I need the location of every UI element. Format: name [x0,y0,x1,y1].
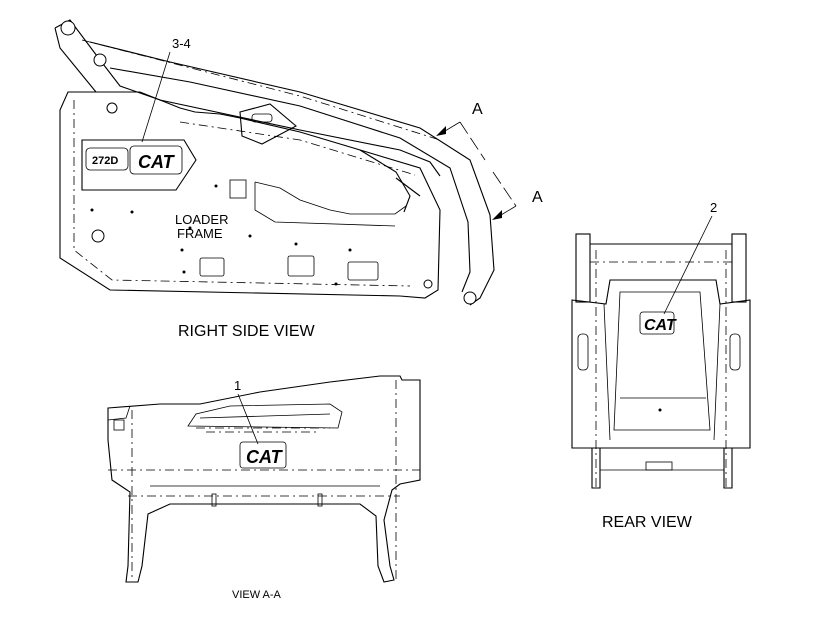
view-a-a-title: VIEW A-A [232,589,282,601]
leader-line-3-4 [141,51,171,143]
loader-frame-label-line1: LOADER [175,212,228,227]
section-cut-a-a: A A [436,101,543,220]
brand-decal-side: CAT [138,152,176,172]
right-side-view: 272D CAT LOADER FRAME 3-4 A A RIGHT SIDE [54,19,543,340]
model-decal: 272D [92,155,118,167]
leader-line-1 [237,393,259,445]
rear-view: CAT 2 REAR VIEW [571,200,751,531]
right-side-view-title: RIGHT SIDE VIEW [178,323,316,340]
pivot-pin-frame [106,102,118,114]
callout-3-4: 3-4 [172,36,191,51]
pivot-pin-lower [91,229,105,243]
view-a-a: CAT 1 VIEW A-A [107,375,421,601]
rear-view-title: REAR VIEW [602,514,693,531]
brand-decal-rear: CAT [644,317,677,334]
leader-line-2 [663,215,713,315]
callout-1: 1 [234,378,241,393]
pivot-pin-front [463,291,477,305]
brand-decal-front: CAT [246,447,284,467]
loader-frame-label-line2: FRAME [177,226,223,241]
section-label-a-bottom: A [532,189,543,206]
callout-2: 2 [710,200,717,215]
pivot-pin-arm [93,53,107,67]
pivot-pin-upper [60,20,76,36]
section-label-a-top: A [472,101,483,118]
